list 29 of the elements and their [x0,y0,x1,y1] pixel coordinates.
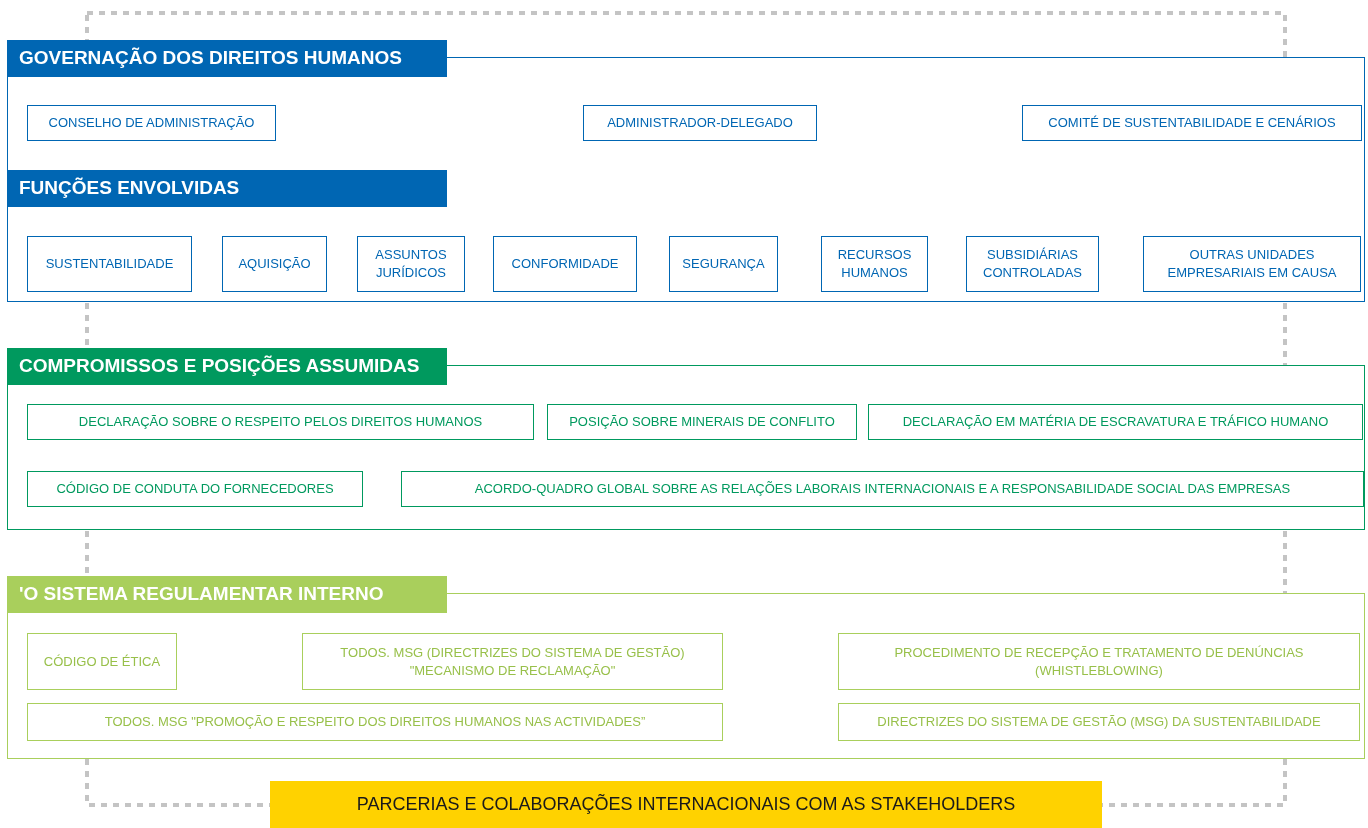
item-box: POSIÇÃO SOBRE MINERAIS DE CONFLITO [547,404,857,440]
item-box: TODOS. MSG "PROMOÇÃO E RESPEITO DOS DIREITOS HUMANOS NAS ACTIVIDADES” [27,703,723,741]
item-box: AQUISIÇÃO [222,236,327,292]
section-heading-band: 'O SISTEMA REGULAMENTAR INTERNO [7,576,447,613]
item-box: SEGURANÇA [669,236,778,292]
item-box: OUTRAS UNIDADES EMPRESARIAIS EM CAUSA [1143,236,1361,292]
item-box: COMITÉ DE SUSTENTABILIDADE E CENÁRIOS [1022,105,1362,141]
item-box: CÓDIGO DE ÉTICA [27,633,177,690]
section-heading-band: FUNÇÕES ENVOLVIDAS [7,170,447,207]
section-panel [7,576,1365,759]
item-box: DECLARAÇÃO SOBRE O RESPEITO PELOS DIREITOS HUMANOS [27,404,534,440]
item-box: TODOS. MSG (DIRECTRIZES DO SISTEMA DE GESTÃO) "MECANISMO DE RECLAMAÇÃO" [302,633,723,690]
item-box: ADMINISTRADOR-DELEGADO [583,105,817,141]
item-box: DECLARAÇÃO EM MATÉRIA DE ESCRAVATURA E TRÁFICO HUMANO [868,404,1363,440]
section-panel [7,40,1365,302]
item-box: SUSTENTABILIDADE [27,236,192,292]
banner-box: PARCERIAS E COLABORAÇÕES INTERNACIONAIS COM AS STAKEHOLDERS [270,781,1102,828]
item-box: RECURSOS HUMANOS [821,236,928,292]
section-heading-band: GOVERNAÇÃO DOS DIREITOS HUMANOS [7,40,447,77]
item-box: PROCEDIMENTO DE RECEPÇÃO E TRATAMENTO DE DENÚNCIAS (WHISTLEBLOWING) [838,633,1360,690]
item-box: ACORDO-QUADRO GLOBAL SOBRE AS RELAÇÕES LABORAIS INTERNACIONAIS E A RESPONSABILIDADE SOCIAL DAS EMPRESAS [401,471,1364,507]
item-box: CONFORMIDADE [493,236,637,292]
item-box: DIRECTRIZES DO SISTEMA DE GESTÃO (MSG) DA SUSTENTABILIDADE [838,703,1360,741]
section-panel [7,348,1365,530]
item-box: CÓDIGO DE CONDUTA DO FORNECEDORES [27,471,363,507]
item-box: ASSUNTOS JURÍDICOS [357,236,465,292]
item-box: SUBSIDIÁRIAS CONTROLADAS [966,236,1099,292]
item-box: CONSELHO DE ADMINISTRAÇÃO [27,105,276,141]
section-heading-band: COMPROMISSOS E POSIÇÕES ASSUMIDAS [7,348,447,385]
